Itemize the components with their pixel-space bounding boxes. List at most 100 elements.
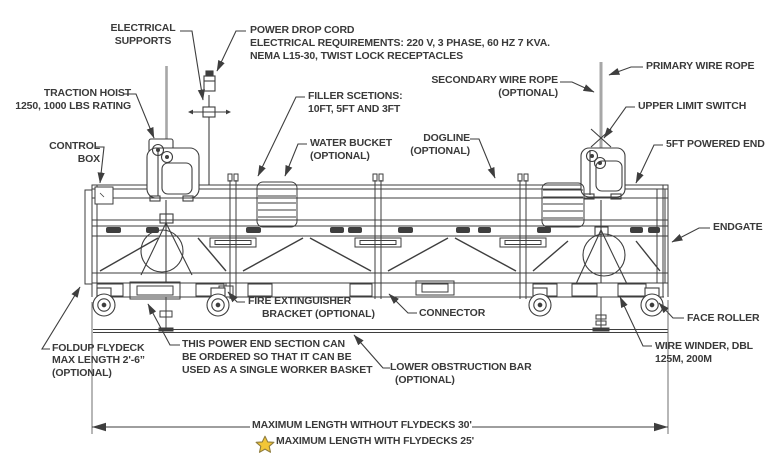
control-box [94, 186, 114, 205]
label-line: 125M, 200M [655, 353, 712, 365]
label-line: (OPTIONAL) [410, 145, 470, 157]
wire-winder-left [140, 200, 193, 283]
label-line: 5FT POWERED END [666, 138, 765, 150]
label-line: FOLDUP FLYDECK [52, 342, 145, 354]
label-single-worker-note: THIS POWER END SECTION CAN BE ORDERED SO… [182, 338, 373, 377]
leader-wire-winder [619, 296, 652, 347]
electrical-support-mast [188, 70, 231, 185]
label-line: MAXIMUM LENGTH WITHOUT FLYDECKS 30' [252, 419, 472, 431]
lower-obstruction-bar [93, 297, 668, 333]
section-connector [209, 173, 257, 299]
label-line: USED AS A SINGLE WORKER BASKET [182, 364, 373, 376]
label-line: ENDGATE [713, 221, 763, 233]
caster-wheel [206, 287, 230, 317]
leader-water-bucket [284, 143, 307, 177]
traction-hoist-left [146, 138, 200, 202]
section-connector [354, 173, 402, 299]
leader-secondary-wire-rope [560, 81, 595, 93]
label-line: TRACTION HOIST [43, 87, 131, 99]
label-line: THIS POWER END SECTION CAN [182, 338, 345, 350]
label-wire-winder: WIRE WINDER, DBL 125M, 200M [655, 340, 753, 366]
label-upper-limit-switch: UPPER LIMIT SWITCH [638, 100, 746, 113]
label-face-roller: FACE ROLLER [687, 312, 760, 325]
label-5ft-powered-end: 5FT POWERED END [666, 138, 765, 151]
label-dogline: DOGLINE (OPTIONAL) [390, 132, 470, 158]
label-line: (OPTIONAL) [395, 374, 455, 386]
caster-wheel [92, 287, 116, 317]
leader-dogline [470, 138, 496, 179]
label-line: 10FT, 5FT AND 3FT [308, 103, 401, 115]
leader-upper-limit-switch [603, 106, 635, 139]
leader-filler-sections [257, 96, 305, 177]
label-line: MAX LENGTH 2'-6” [52, 354, 145, 367]
foldup-flydeck-panel [84, 189, 93, 285]
label-fire-extinguisher: FIRE EXTINGUISHER BRACKET (OPTIONAL) [248, 295, 375, 321]
leader-primary-wire-rope [608, 66, 643, 76]
label-line: ELECTRICAL REQUIREMENTS: 220 V, 3 PHASE,… [250, 37, 550, 49]
caster-wheel [528, 287, 552, 317]
label-line: POWER DROP CORD [250, 24, 355, 36]
label-primary-wire-rope: PRIMARY WIRE ROPE [646, 60, 754, 73]
label-line: BOX [77, 153, 100, 165]
label-line: MAXIMUM LENGTH WITH FLYDECKS 25' [276, 435, 474, 447]
label-endgate: ENDGATE [713, 221, 763, 234]
label-lower-obstruction-bar: LOWER OBSTRUCTION BAR (OPTIONAL) [390, 361, 532, 387]
caster-wheels [92, 287, 664, 317]
leader-connector [388, 293, 417, 314]
label-electrical-supports: ELECTRICAL SUPPORTS [100, 22, 186, 48]
label-line: SECONDARY WIRE ROPE [431, 74, 558, 86]
endgate-panel [656, 188, 666, 284]
leader-traction-hoist [123, 93, 155, 139]
label-line: (OPTIONAL) [498, 87, 558, 99]
section-connector [499, 173, 547, 299]
leader-power-drop-cord [216, 30, 246, 72]
primary-wire-rope-line [165, 62, 603, 150]
label-line: PRIMARY WIRE ROPE [646, 60, 755, 72]
leader-endgate [671, 227, 710, 243]
star-icon [255, 435, 275, 453]
truss-braces [99, 237, 661, 272]
label-line: CONTROL [49, 140, 100, 152]
leader-electrical-supports [180, 30, 205, 101]
label-line: NEMA L15-30, TWIST LOCK RECEPTACLES [250, 50, 463, 62]
dimension-lines [91, 300, 669, 434]
label-line: FIRE EXTINGUISHER [248, 295, 352, 307]
label-line: ELECTRICAL [110, 22, 176, 34]
water-bucket-left [256, 181, 298, 228]
wire-winder-right [575, 200, 628, 285]
label-line: CONNECTOR [419, 307, 486, 319]
label-power-drop-cord: POWER DROP CORD ELECTRICAL REQUIREMENTS:… [250, 24, 550, 63]
leader-single-worker-note [147, 303, 180, 346]
label-filler-sections: FILLER SCETIONS: 10FT, 5FT AND 3FT [308, 90, 403, 116]
label-line: BE ORDERED SO THAT IT CAN BE [182, 351, 352, 363]
leader-face-roller [658, 302, 684, 319]
label-line: FILLER SCETIONS: [308, 90, 403, 102]
label-line: DOGLINE [423, 132, 470, 144]
leader-lower-obstruction-bar [353, 334, 390, 369]
deck-hatch-marks [106, 227, 660, 233]
label-connector: CONNECTOR [419, 307, 485, 320]
label-line: 1250, 1000 LBS RATING [15, 100, 131, 112]
label-line: UPPER LIMIT SWITCH [638, 100, 747, 112]
label-line: (OPTIONAL) [52, 366, 112, 379]
label-line: BRACKET (OPTIONAL) [262, 308, 375, 320]
leader-lines [41, 30, 710, 369]
leader-control-box [96, 146, 105, 184]
traction-hoist-right [580, 128, 626, 200]
water-bucket-right [541, 182, 585, 228]
label-traction-hoist: TRACTION HOIST 1250, 1000 LBS RATING [2, 87, 131, 113]
label-max-length-with-flydecks: MAXIMUM LENGTH WITH FLYDECKS 25' [276, 435, 474, 448]
caster-wheel [640, 287, 664, 317]
label-max-length-without-flydecks: MAXIMUM LENGTH WITHOUT FLYDECKS 30' [252, 419, 472, 432]
label-line: (OPTIONAL) [310, 150, 370, 162]
label-line: LOWER OBSTRUCTION BAR [390, 361, 532, 373]
label-secondary-wire-rope: SECONDARY WIRE ROPE (OPTIONAL) [430, 74, 558, 100]
label-control-box: CONTROL BOX [22, 140, 100, 166]
label-line: WIRE WINDER, DBL [655, 340, 753, 352]
label-line: SUPPORTS [114, 35, 172, 47]
leader-foldup-flydeck [41, 286, 81, 350]
label-line: FACE ROLLER [687, 312, 760, 324]
label-line: WATER BUCKET [310, 137, 393, 149]
